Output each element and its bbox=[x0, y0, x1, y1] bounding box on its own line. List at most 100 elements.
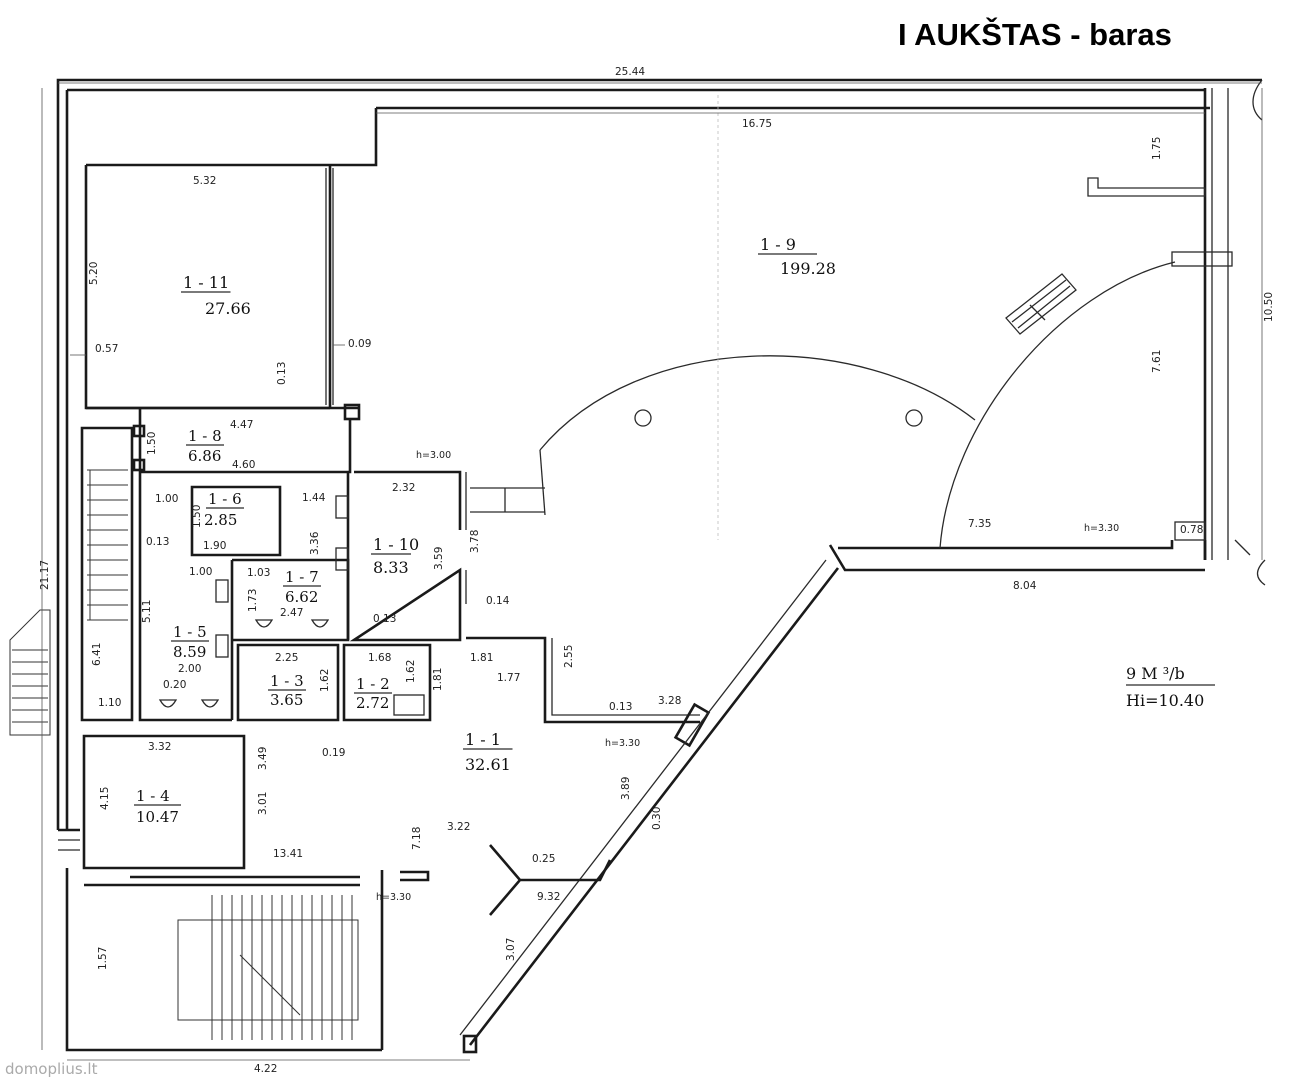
room-1-5-walls bbox=[138, 472, 232, 722]
dimension-label: 0.09 bbox=[348, 338, 371, 350]
dimension-label: 1.77 bbox=[497, 672, 520, 684]
dimension-label: 5.32 bbox=[193, 175, 216, 187]
dimension-label: 3.78 bbox=[469, 530, 481, 553]
dimension-label: 4.22 bbox=[254, 1063, 277, 1075]
dimension-label: 0.78 bbox=[1180, 524, 1203, 536]
dimension-label: 8.04 bbox=[1013, 580, 1037, 592]
room-area-label: 2.85 bbox=[204, 511, 237, 529]
room-id-label: 1 - 6 bbox=[208, 490, 242, 508]
dimension-label: 1.75 bbox=[1151, 137, 1163, 160]
room-1-11-north-wall bbox=[86, 108, 378, 167]
watermark: domoplius.lt bbox=[5, 1060, 98, 1078]
east-wall-lines bbox=[1211, 88, 1229, 560]
room-area-label: 199.28 bbox=[780, 259, 836, 278]
dimension-label: 3.49 bbox=[257, 747, 269, 770]
exterior-stair bbox=[9, 609, 51, 736]
dimension-label: 25.44 bbox=[615, 66, 645, 78]
dimension-label: 3.07 bbox=[505, 938, 517, 961]
dimension-label: 1.62 bbox=[405, 660, 417, 683]
dimension-label: 1.90 bbox=[203, 540, 226, 552]
y-partition bbox=[489, 844, 612, 916]
dimension-label: 5.11 bbox=[141, 600, 153, 623]
bar-arc-small bbox=[939, 261, 1176, 549]
dimension-label: 2.32 bbox=[392, 482, 415, 494]
room-area-label: 3.65 bbox=[270, 691, 303, 709]
dimension-label: 0.13 bbox=[609, 701, 632, 713]
room-1-8-south-wall bbox=[140, 420, 352, 474]
room-id-label: 1 - 10 bbox=[373, 535, 419, 554]
dimension-label: 7.18 bbox=[411, 827, 423, 850]
dimension-label: 0.13 bbox=[373, 613, 396, 625]
outer-wall-north-west bbox=[56, 78, 1262, 830]
height-annotation: Hi=10.40 bbox=[1126, 691, 1204, 710]
dimension-label: 1.81 bbox=[432, 668, 444, 691]
dimension-label: 1.00 bbox=[155, 493, 178, 505]
dimension-label: 3.28 bbox=[658, 695, 681, 707]
dimension-label: 1.03 bbox=[247, 567, 270, 579]
wall-stub bbox=[400, 870, 430, 882]
volume-annotation: 9 M ³/b bbox=[1126, 664, 1185, 683]
dimension-label: 4.47 bbox=[230, 419, 253, 431]
room-area-label: 32.61 bbox=[465, 755, 511, 774]
dimension-label: 3.89 bbox=[620, 777, 632, 800]
room-1-6-walls bbox=[190, 485, 282, 557]
walls bbox=[9, 78, 1266, 1054]
room-area-label: 6.86 bbox=[188, 447, 221, 465]
dimension-lines bbox=[41, 82, 1263, 1061]
dimension-label: 1.62 bbox=[319, 669, 331, 692]
dimension-label: 0.57 bbox=[95, 343, 118, 355]
dimension-label: h=3.00 bbox=[416, 450, 451, 461]
dimension-label: 3.22 bbox=[447, 821, 470, 833]
room-id-label: 1 - 5 bbox=[173, 623, 207, 641]
dimension-label: 6.41 bbox=[91, 643, 103, 666]
bar-arcs bbox=[470, 177, 1233, 549]
room-area-label: 8.59 bbox=[173, 643, 206, 661]
diagonal-facade bbox=[468, 567, 840, 1046]
dimension-label: 10.50 bbox=[1263, 292, 1275, 322]
dimension-label: 2.25 bbox=[275, 652, 298, 664]
dimension-label: 0.30 bbox=[651, 807, 663, 830]
room-1-11-east-partition bbox=[325, 168, 334, 405]
dimension-label: 1.50 bbox=[191, 505, 203, 528]
diagonal-facade-inner bbox=[459, 559, 827, 1036]
dimension-label: 3.36 bbox=[309, 531, 321, 555]
room-id-label: 1 - 9 bbox=[760, 235, 796, 254]
bar-arc-large bbox=[539, 355, 976, 451]
dimension-label: 16.75 bbox=[742, 118, 772, 130]
column bbox=[343, 403, 361, 421]
dimension-label: 2.47 bbox=[280, 607, 303, 619]
dimension-label: 1.50 bbox=[146, 432, 158, 455]
room-id-label: 1 - 8 bbox=[188, 427, 222, 445]
dimension-label: 3.32 bbox=[148, 741, 171, 753]
dimension-label: 1.10 bbox=[98, 697, 121, 709]
door-jamb-2 bbox=[132, 458, 146, 472]
plan-title: I AUKŠTAS - baras bbox=[898, 16, 1172, 52]
dimension-label: 1.73 bbox=[247, 589, 259, 612]
dimension-label: 21.17 bbox=[39, 560, 51, 590]
room-id-label: 1 - 2 bbox=[356, 675, 390, 693]
left-stair-treads bbox=[87, 469, 128, 621]
room-area-label: 2.72 bbox=[356, 694, 389, 712]
counter-top-right bbox=[1087, 177, 1206, 197]
east-column bbox=[1174, 521, 1206, 541]
dimension-label: h=3.30 bbox=[376, 892, 411, 903]
dimension-label: h=3.30 bbox=[1084, 523, 1119, 534]
room-id-label: 1 - 1 bbox=[465, 730, 501, 749]
hall-south-wall bbox=[838, 540, 1207, 560]
dimension-label: 7.35 bbox=[968, 518, 991, 530]
pilaster bbox=[1171, 251, 1233, 267]
dimension-label: 0.13 bbox=[146, 536, 169, 548]
dimension-label: 1.57 bbox=[97, 947, 109, 970]
bar-counter bbox=[470, 487, 545, 513]
sanitary-fixtures bbox=[158, 495, 425, 716]
room-id-label: 1 - 7 bbox=[285, 568, 319, 586]
east-wall-break bbox=[1252, 79, 1263, 121]
east-wall-detail bbox=[1234, 539, 1251, 556]
room-area-label: 6.62 bbox=[285, 588, 318, 606]
east-wall-break-2 bbox=[1256, 559, 1266, 586]
dimension-label: 13.41 bbox=[273, 848, 303, 860]
room-area-label: 8.33 bbox=[373, 558, 409, 577]
dimension-label: 4.15 bbox=[99, 787, 111, 810]
